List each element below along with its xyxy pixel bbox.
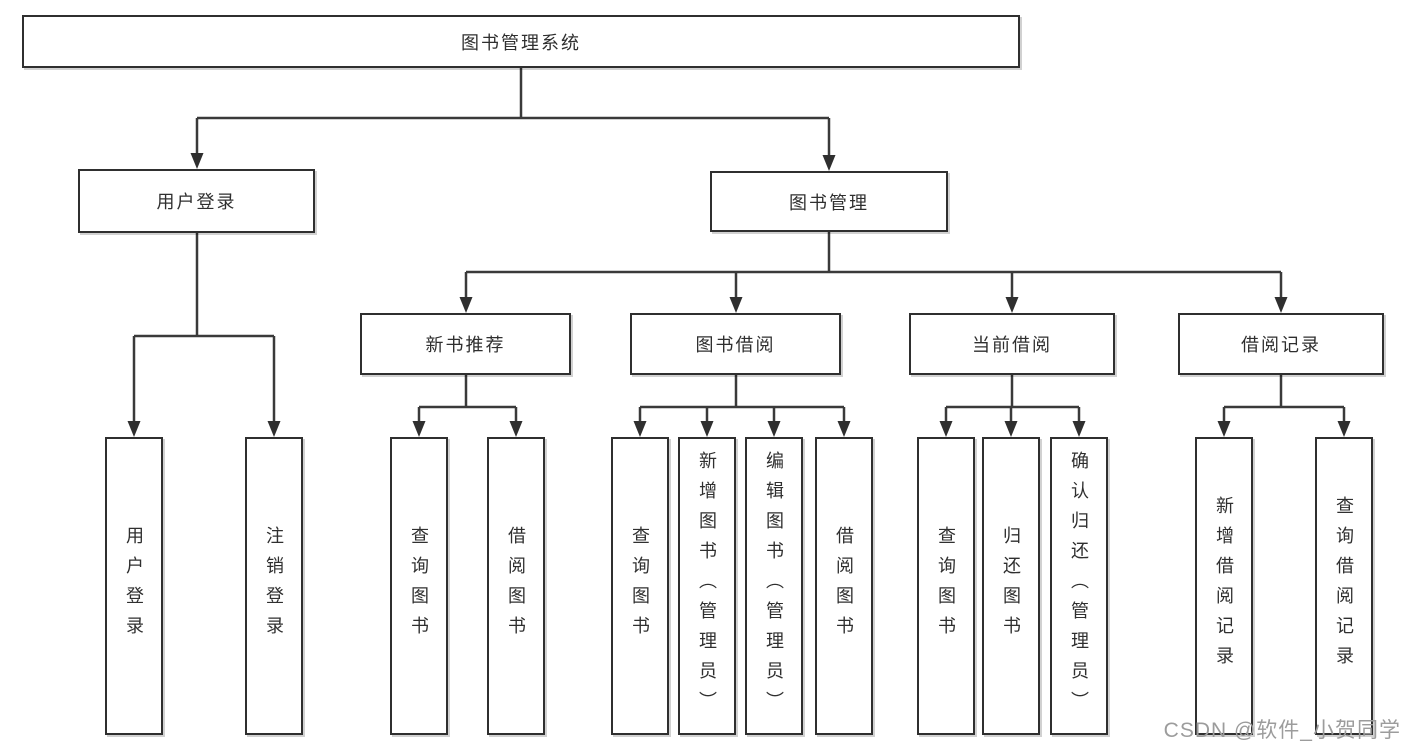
leaf-current-query-books-label: 查询图书 xyxy=(936,526,956,646)
watermark: CSDN @软件_小贺同学 xyxy=(1163,719,1401,742)
leaf-newbook-borrow-books-label: 借阅图书 xyxy=(506,526,526,646)
connector-root xyxy=(195,68,831,157)
node-user-login-label: 用户登录 xyxy=(156,192,237,212)
leaf-borrow-borrow-books: 借阅图书 xyxy=(815,437,873,735)
leaf-return-books-label: 归还图书 xyxy=(1001,526,1021,646)
node-borrow-records-label: 借阅记录 xyxy=(1241,335,1321,355)
leaf-edit-books-admin-label: 编辑图书（管理员） xyxy=(764,451,784,721)
node-current-borrow: 当前借阅 xyxy=(909,313,1115,375)
node-book-management-label: 图书管理 xyxy=(789,192,869,213)
node-new-book-recommend: 新书推荐 xyxy=(360,313,571,375)
leaf-confirm-return-admin: 确认归还（管理员） xyxy=(1050,437,1108,735)
leaf-edit-books-admin: 编辑图书（管理员） xyxy=(745,437,803,735)
leaf-user-login: 用户登录 xyxy=(105,437,163,735)
node-root: 图书管理系统 xyxy=(22,15,1020,68)
leaf-add-borrow-record-label: 新增借阅记录 xyxy=(1214,496,1234,676)
node-user-login: 用户登录 xyxy=(78,169,315,233)
connector-book-management xyxy=(464,232,1283,299)
leaf-newbook-query-books-label: 查询图书 xyxy=(409,526,429,646)
arrowheads xyxy=(127,153,1351,437)
leaf-confirm-return-admin-label: 确认归还（管理员） xyxy=(1069,451,1089,721)
node-borrow-records: 借阅记录 xyxy=(1178,313,1384,375)
leaf-borrow-query-books: 查询图书 xyxy=(611,437,669,735)
node-book-borrow-label: 图书借阅 xyxy=(695,335,776,355)
connector-current-borrow xyxy=(944,375,1081,423)
leaf-add-borrow-record: 新增借阅记录 xyxy=(1195,437,1253,735)
node-root-label: 图书管理系统 xyxy=(461,32,581,53)
connector-book-borrow xyxy=(638,375,846,423)
leaf-query-borrow-record-label: 查询借阅记录 xyxy=(1334,496,1354,676)
leaf-borrow-borrow-books-label: 借阅图书 xyxy=(834,526,854,646)
leaf-newbook-query-books: 查询图书 xyxy=(390,437,448,735)
leaf-user-login-label: 用户登录 xyxy=(124,526,144,646)
connector-borrow-records xyxy=(1222,375,1346,423)
node-book-borrow: 图书借阅 xyxy=(630,313,841,375)
leaf-current-query-books: 查询图书 xyxy=(917,437,975,735)
leaf-add-books-admin-label: 新增图书（管理员） xyxy=(697,451,717,721)
leaf-return-books: 归还图书 xyxy=(982,437,1040,735)
connector-new-book xyxy=(417,375,518,423)
leaf-newbook-borrow-books: 借阅图书 xyxy=(487,437,545,735)
connector-user-login xyxy=(132,233,276,423)
leaf-query-borrow-record: 查询借阅记录 xyxy=(1315,437,1373,735)
node-new-book-recommend-label: 新书推荐 xyxy=(425,335,506,355)
leaf-logout-label: 注销登录 xyxy=(264,526,284,646)
leaf-logout: 注销登录 xyxy=(245,437,303,735)
leaf-borrow-query-books-label: 查询图书 xyxy=(630,526,650,646)
node-book-management: 图书管理 xyxy=(710,171,948,232)
node-current-borrow-label: 当前借阅 xyxy=(972,335,1052,355)
leaf-add-books-admin: 新增图书（管理员） xyxy=(678,437,736,735)
